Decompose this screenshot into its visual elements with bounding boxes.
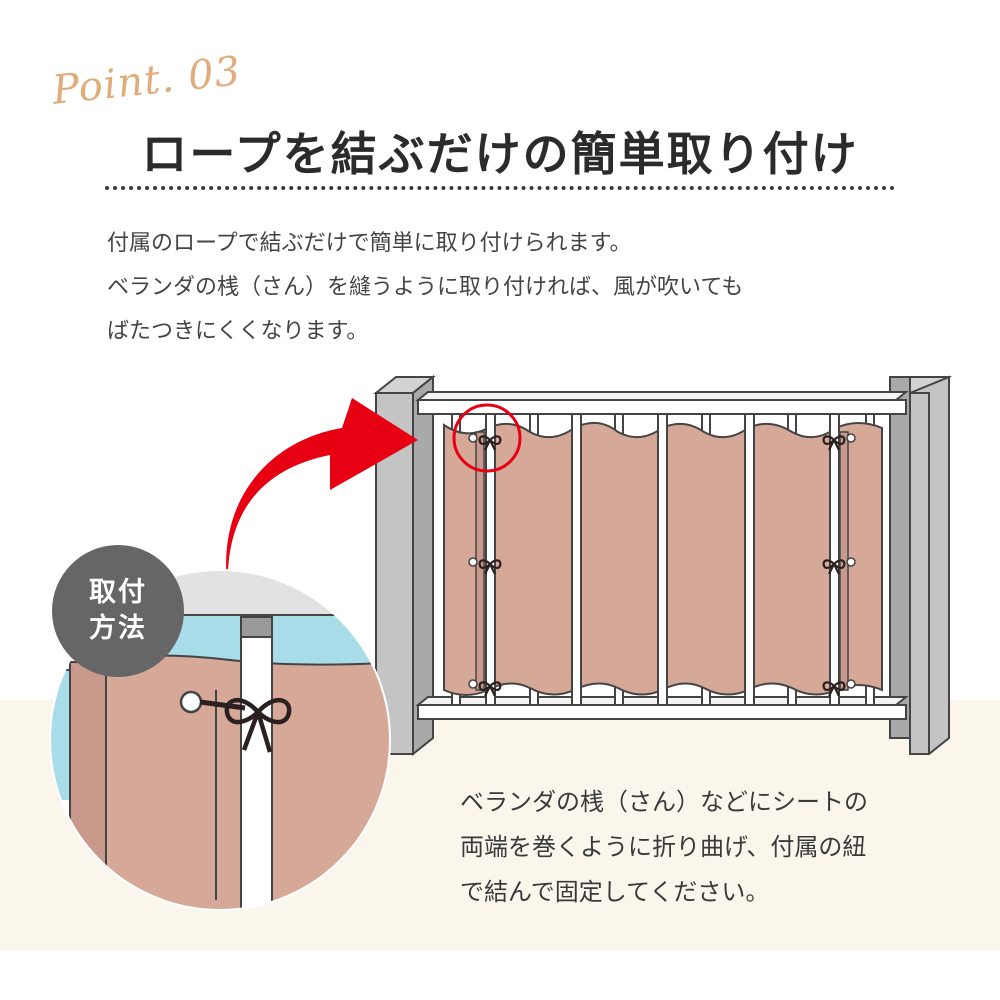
caption-line: で結んで固定してください。 [460, 878, 770, 906]
badge-line: 方法 [89, 613, 147, 644]
description-line: 付属のロープで結ぶだけで簡単に取り付けられます。 [107, 231, 632, 256]
method-badge [52, 545, 184, 677]
method-badge-label: 取付 方法 [52, 545, 184, 677]
instruction-caption: ベランダの桟（さん）などにシートの 両端を巻くように折り曲げ、付属の紐 で結んで… [460, 780, 980, 915]
balcony-railing-illustration [373, 374, 952, 757]
description-line: ばたつきにくくなります。 [107, 319, 369, 344]
badge-line: 取付 [89, 577, 147, 608]
highlight-circle [452, 403, 522, 473]
page-title: ロープを結ぶだけの簡単取り付け [141, 127, 859, 181]
description-text: 付属のロープで結ぶだけで簡単に取り付けられます。 ベランダの桟（さん）を縫うよう… [107, 222, 937, 354]
pointer-arrow [226, 398, 418, 590]
caption-line: 両端を巻くように折り曲げ、付属の紐 [460, 833, 867, 861]
title-dotted-divider [105, 186, 895, 190]
description-line: ベランダの桟（さん）を縫うように取り付ければ、風が吹いても [107, 275, 744, 300]
caption-line: ベランダの桟（さん）などにシートの [460, 788, 868, 816]
